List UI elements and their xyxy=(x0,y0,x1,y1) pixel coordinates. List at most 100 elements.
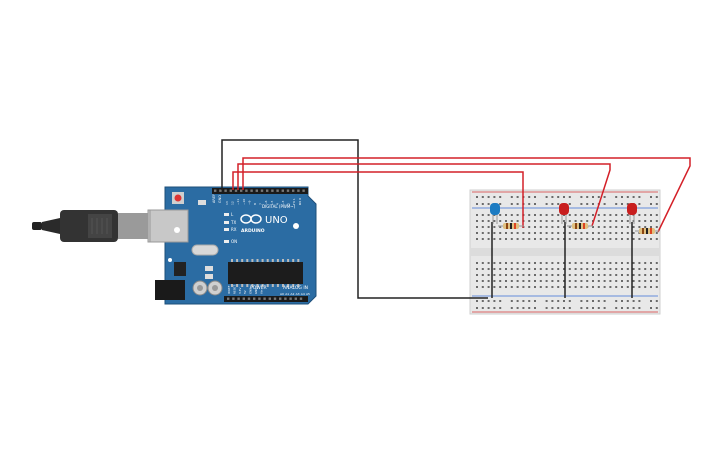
header-hole xyxy=(255,189,258,192)
breadboard-hole xyxy=(592,280,594,282)
breadboard-hole xyxy=(655,238,658,240)
header-hole xyxy=(266,189,269,192)
breadboard-hole xyxy=(638,238,641,240)
breadboard-hole xyxy=(545,274,548,276)
breadboard-hole xyxy=(638,300,641,302)
led-blue[interactable] xyxy=(490,203,500,224)
atmega-chip xyxy=(228,262,303,284)
chip-pins-top xyxy=(231,259,300,262)
digital-pin-label: 4 xyxy=(275,203,279,205)
led-red-1-body xyxy=(559,203,569,215)
breadboard-hole xyxy=(638,203,641,205)
breadboard-hole xyxy=(574,262,577,264)
breadboard-hole xyxy=(644,280,647,282)
breadboard-hole xyxy=(476,220,478,222)
header-hole xyxy=(294,297,297,300)
breadboard-hole xyxy=(655,268,658,270)
breadboard-hole xyxy=(493,286,496,288)
breadboard-hole xyxy=(528,214,531,216)
breadboard-hole xyxy=(528,203,531,205)
breadboard-hole xyxy=(487,307,490,309)
breadboard-hole xyxy=(505,274,507,276)
breadboard-hole xyxy=(510,307,513,309)
breadboard-hole xyxy=(563,268,565,270)
label-tx: TX xyxy=(230,220,236,225)
breadboard-hole xyxy=(609,226,612,228)
breadboard-hole xyxy=(592,203,594,205)
breadboard-hole xyxy=(493,238,496,240)
chip-pin xyxy=(231,259,233,262)
breadboard-hole xyxy=(592,262,594,264)
analog-pin-label: A3 xyxy=(296,292,300,296)
breadboard-hole xyxy=(551,262,554,264)
breadboard-hole xyxy=(621,220,623,222)
header-hole xyxy=(268,297,271,300)
breadboard-hole xyxy=(476,232,478,234)
led-rx xyxy=(224,228,229,231)
usb-cable-strain xyxy=(42,218,60,234)
breadboard-hole xyxy=(650,274,652,276)
led-red-1[interactable] xyxy=(559,203,569,224)
breadboard-hole xyxy=(586,262,589,264)
breadboard-hole xyxy=(603,280,606,282)
breadboard-hole xyxy=(655,286,658,288)
led-tx xyxy=(224,221,229,224)
breadboard-hole xyxy=(493,280,496,282)
resistor-3[interactable] xyxy=(635,228,659,234)
header-hole xyxy=(260,189,264,192)
breadboard-hole xyxy=(487,238,490,240)
header-hole xyxy=(242,297,245,300)
chip-pin xyxy=(297,284,300,287)
board-usb-port xyxy=(149,209,189,243)
chip-pin xyxy=(292,284,295,287)
breadboard-hole xyxy=(499,274,502,276)
breadboard-hole xyxy=(609,286,612,288)
breadboard-hole xyxy=(539,214,542,216)
breadboard-hole xyxy=(603,300,606,302)
breadboard-hole xyxy=(505,262,507,264)
breadboard-hole xyxy=(603,203,606,205)
breadboard-hole xyxy=(481,226,484,228)
resistor-1[interactable] xyxy=(498,223,524,229)
breadboard-hole xyxy=(510,268,513,270)
breadboard-hole xyxy=(522,238,525,240)
header-holes xyxy=(214,189,305,300)
breadboard-hole xyxy=(644,286,647,288)
breadboard-hole xyxy=(516,300,519,302)
led-l xyxy=(224,213,229,216)
breadboard-hole xyxy=(626,280,629,282)
breadboard-hole xyxy=(481,232,484,234)
breadboard-hole xyxy=(487,268,490,270)
led-red-2-body xyxy=(627,203,637,215)
resistor-2[interactable] xyxy=(567,223,593,229)
led-red-2[interactable] xyxy=(627,203,637,224)
breadboard-hole xyxy=(557,300,560,302)
breadboard-hole xyxy=(586,214,589,216)
header-hole xyxy=(289,297,292,300)
power-label: POWER xyxy=(250,285,267,291)
wire-pin-12 xyxy=(232,171,524,228)
breadboard-hole xyxy=(534,307,536,309)
breadboard-hole xyxy=(650,307,652,309)
header-hole xyxy=(237,297,240,300)
breadboard-hole xyxy=(580,300,583,302)
breadboard-hole xyxy=(557,274,560,276)
digital-label: DIGITAL (PWM~) xyxy=(262,204,296,209)
breadboard-hole xyxy=(476,286,478,288)
breadboard-hole xyxy=(597,232,600,234)
breadboard-hole xyxy=(586,203,589,205)
breadboard-hole xyxy=(592,196,594,198)
chip-pin xyxy=(256,284,259,287)
header-hole xyxy=(250,189,253,192)
breadboard-hole xyxy=(626,220,629,222)
breadboard-hole xyxy=(476,274,478,276)
breadboard-hole xyxy=(568,274,571,276)
breadboard-hole xyxy=(621,226,623,228)
breadboard-hole xyxy=(568,220,571,222)
digital-pin-label: 13 xyxy=(225,201,229,205)
header-hole xyxy=(271,189,274,192)
breadboard-hole xyxy=(626,203,629,205)
breadboard-hole xyxy=(545,262,548,264)
power-pin-label: 3.3V xyxy=(238,288,242,294)
